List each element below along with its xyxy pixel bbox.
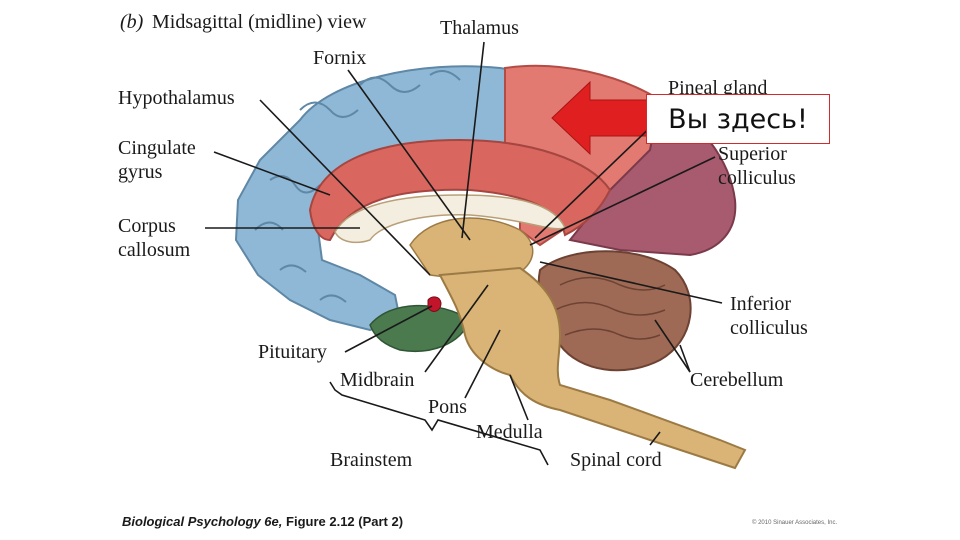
label-midbrain: Midbrain [340,369,414,391]
cerebellum-shape [537,250,692,372]
cerebellum-folia [554,276,666,340]
cortex-gyri-lines [254,70,461,303]
label-pineal-gland: Pineal gland [668,77,767,99]
caption-figure: Figure 2.12 (Part 2) [286,514,404,529]
label-corpus-callosum-line2: callosum [118,239,191,261]
label-hypothalamus: Hypothalamus [118,87,235,109]
label-pons: Pons [428,396,467,418]
temporal-green-region [369,304,471,352]
label-inferior-colliculus-line2: colliculus [730,317,808,339]
label-corpus-callosum-line1: Corpus [118,215,176,237]
label-thalamus: Thalamus [440,17,519,39]
pituitary-shape [427,296,442,312]
label-inferior-colliculus-line1: Inferior [730,293,791,315]
label-medulla: Medulla [476,421,543,443]
brainstem-shape [438,266,747,470]
caption-book: Biological Psychology 6e, [122,514,283,529]
label-superior-colliculus-line2: colliculus [718,167,796,189]
copyright-note: © 2010 Sinauer Associates, Inc. [752,520,838,526]
you-are-here-callout: Вы здесь! [646,94,830,144]
corpus-callosum-shape [334,194,567,244]
label-cerebellum: Cerebellum [690,369,784,391]
label-pituitary: Pituitary [258,341,327,363]
label-cingulate-gyrus-line1: Cingulate [118,137,196,159]
label-cingulate-gyrus-line2: gyrus [118,161,163,183]
view-title: Midsagittal (midline) view [152,11,367,33]
label-spinal-cord: Spinal cord [570,449,662,471]
leader-lines [205,41,723,466]
figure-caption: Biological Psychology 6e, Figure 2.12 (P… [122,514,403,529]
label-brainstem: Brainstem [330,449,413,471]
part-label: (b) [120,11,144,33]
label-superior-colliculus-line1: Superior [718,143,787,165]
callout-text: Вы здесь! [668,103,808,135]
label-fornix: Fornix [313,47,366,69]
